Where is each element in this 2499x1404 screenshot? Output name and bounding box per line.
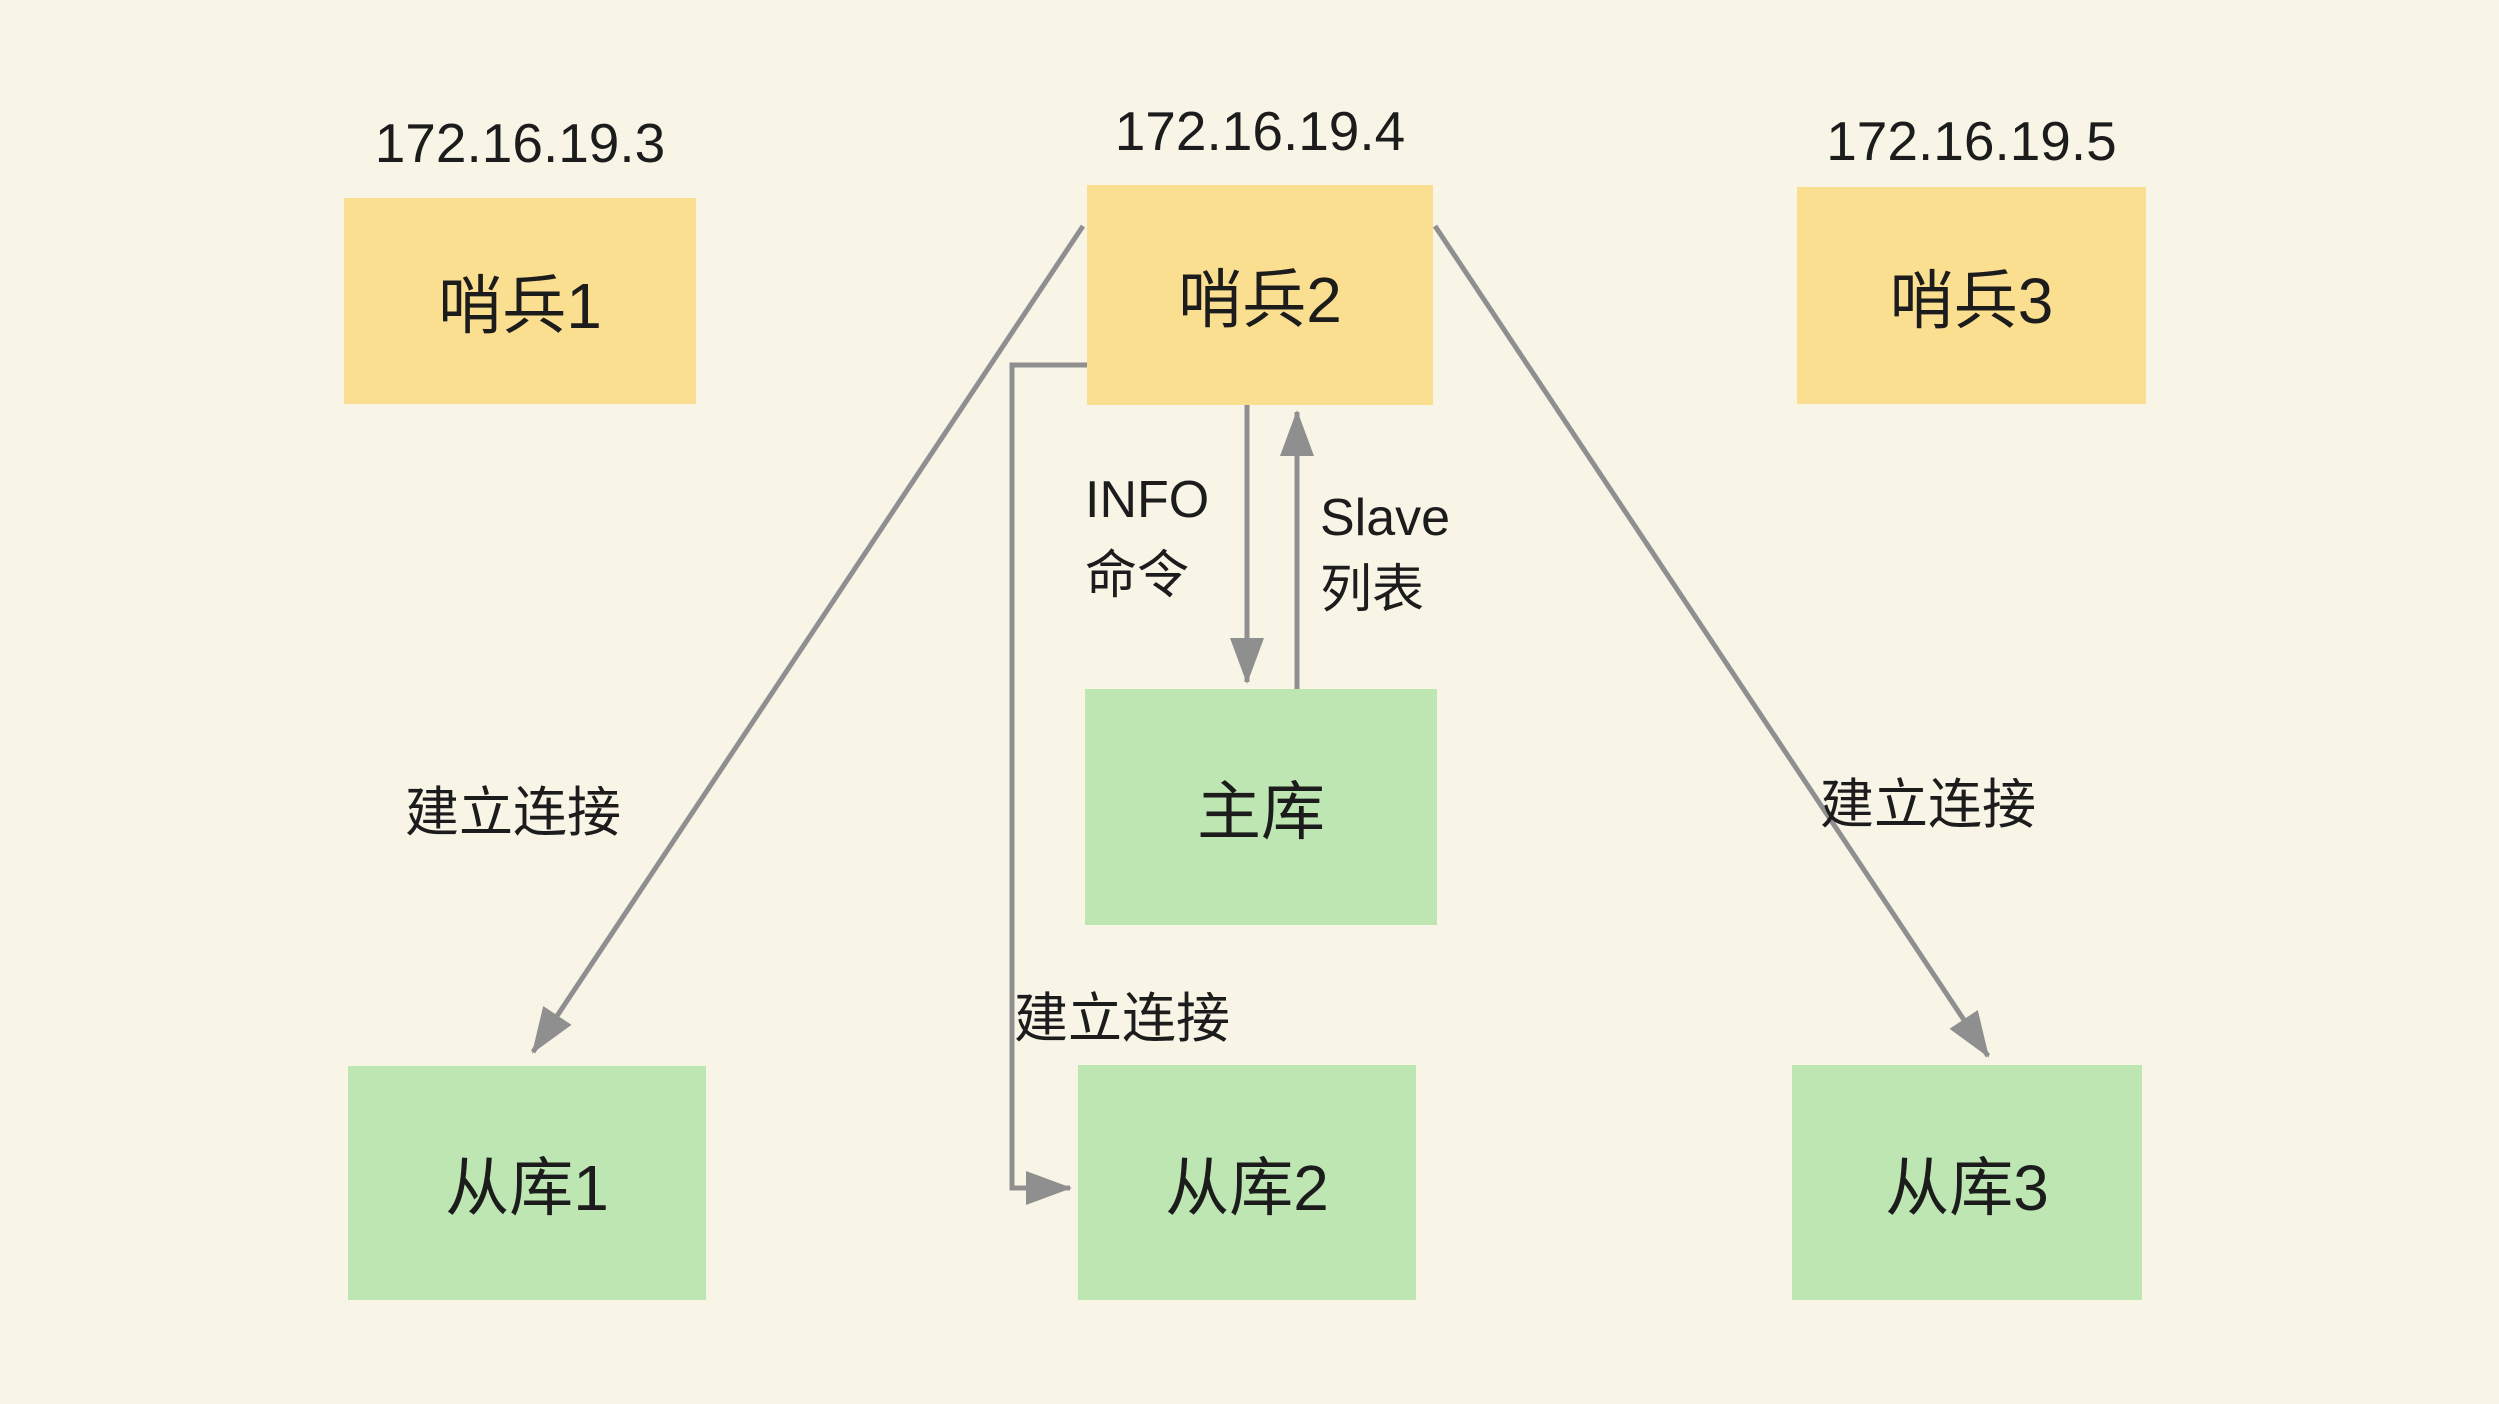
replica3-box: 从库3	[1792, 1065, 2142, 1300]
edge-label-slave-list: Slave 列表	[1320, 482, 1450, 626]
slave-list-line2: 列表	[1320, 561, 1425, 619]
ip-label-sentinel3: 172.16.19.5	[1826, 110, 2117, 172]
sentinel2-box: 哨兵2	[1087, 185, 1433, 405]
replica2-box: 从库2	[1078, 1065, 1416, 1300]
sentinel1-box: 哨兵1	[344, 198, 696, 404]
edge-label-connect-left: 建立连接	[405, 783, 621, 843]
replica3-label: 从库3	[1885, 1151, 2049, 1224]
edge-sentinel2-replica3	[1432, 224, 1991, 1058]
edge-label-connect-middle: 建立连接	[1014, 989, 1230, 1049]
sentinel3-box: 哨兵3	[1797, 187, 2146, 404]
ip-label-sentinel1: 172.16.19.3	[374, 112, 666, 174]
edge-sentinel2-replica2-elbow	[1009, 362, 1087, 1205]
info-command-line1: INFO	[1085, 471, 1210, 529]
edge-sentinel2-replica1	[530, 224, 1086, 1054]
info-command-line2: 命令	[1085, 547, 1190, 605]
slave-list-line1: Slave	[1320, 489, 1451, 547]
replica1-box: 从库1	[348, 1066, 706, 1300]
replica2-label: 从库2	[1165, 1151, 1329, 1224]
sentinel3-label: 哨兵3	[1889, 264, 2054, 337]
sentinel1-label: 哨兵1	[438, 270, 602, 342]
sentinel2-label: 哨兵2	[1178, 264, 1342, 336]
replica1-label: 从库1	[445, 1152, 609, 1224]
master-db-label: 主库	[1197, 776, 1325, 848]
ip-label-sentinel2: 172.16.19.4	[1114, 100, 1406, 162]
master-db-box: 主库	[1085, 689, 1437, 925]
edge-label-connect-right: 建立连接	[1820, 775, 2036, 835]
edge-label-info-command: INFO 命令	[1085, 462, 1209, 614]
